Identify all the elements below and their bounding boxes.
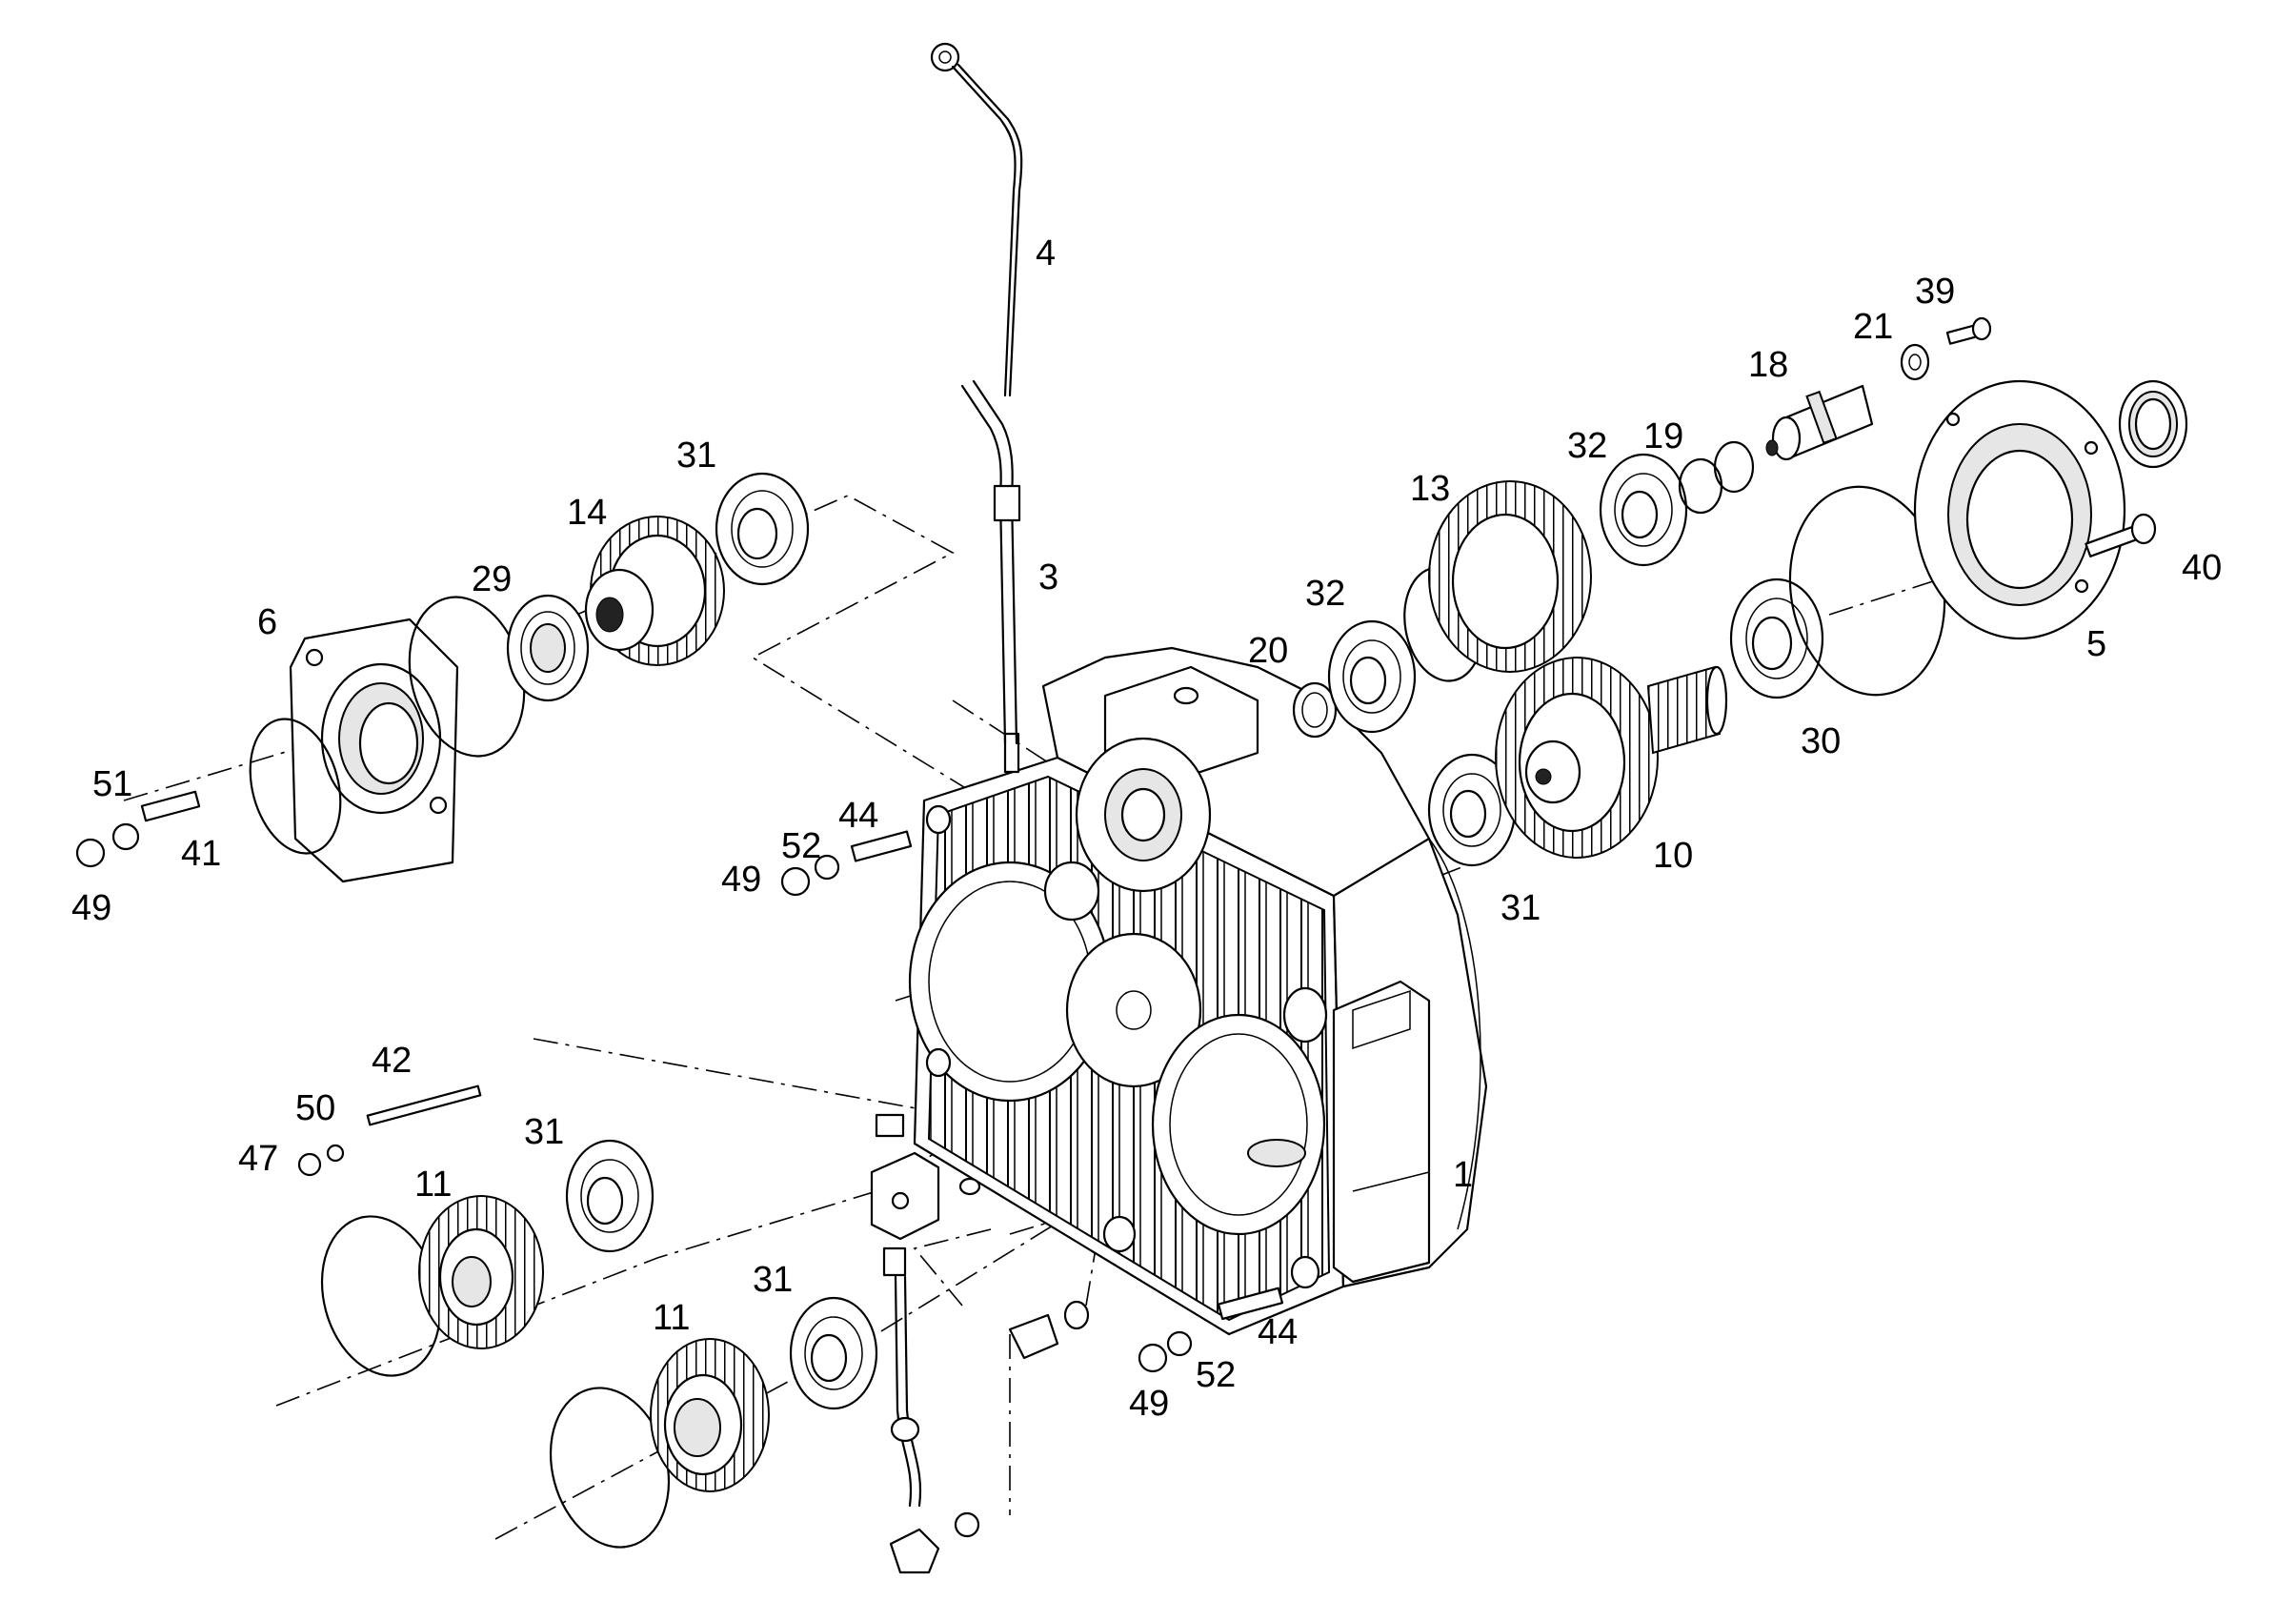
callout-3: 3 (1038, 557, 1058, 598)
callout-19: 19 (1643, 416, 1683, 456)
o-ring-cover-left (249, 718, 342, 855)
callout-49-mid: 49 (721, 860, 761, 900)
dipstick-tube (960, 379, 1021, 745)
oil-line-assembly (870, 1113, 1090, 1574)
callout-50: 50 (295, 1088, 335, 1128)
bearing-30 (1729, 577, 1824, 699)
callout-49-lower: 49 (1129, 1384, 1169, 1424)
bearing-31-upper (715, 472, 810, 586)
callout-42: 42 (372, 1041, 412, 1081)
cover-5 (1913, 379, 2126, 640)
callout-6: 6 (257, 602, 277, 642)
callout-14: 14 (567, 493, 607, 533)
callout-labels: 1 3 4 5 6 10 11 11 13 14 18 19 20 21 29 … (71, 233, 2222, 1424)
callout-31-upper: 31 (676, 436, 716, 476)
callout-39: 39 (1915, 272, 1955, 312)
cover-plate-6 (289, 618, 459, 883)
callout-31-mid-left: 31 (524, 1112, 564, 1152)
gear-13 (1428, 480, 1592, 673)
callout-41: 41 (181, 834, 221, 874)
fasteners-upper-left (75, 790, 201, 868)
gearbox-housing (908, 646, 1488, 1336)
bearing-32-right (1599, 453, 1688, 567)
callout-51: 51 (92, 764, 132, 804)
gear-14 (584, 516, 725, 666)
washer-20 (1292, 681, 1338, 739)
fasteners-lower-left (297, 1084, 482, 1177)
bearing-29 (506, 594, 590, 702)
callout-44-upper: 44 (838, 796, 878, 836)
gear-11-upper (418, 1195, 544, 1349)
bearing-31-lower-a (565, 1139, 655, 1253)
pump-shaft-18 (1765, 384, 1874, 461)
gear-11-lower (650, 1338, 770, 1492)
dipstick (930, 42, 1023, 397)
callout-20: 20 (1248, 631, 1288, 671)
callout-30: 30 (1801, 721, 1841, 761)
callout-47: 47 (238, 1139, 278, 1179)
screw-39 (1945, 316, 1992, 345)
callout-31-right: 31 (1500, 888, 1541, 928)
bolt-40 (2085, 513, 2157, 557)
callout-11-upper: 11 (414, 1165, 452, 1205)
washer-21 (1900, 343, 1930, 381)
output-shaft-10 (1495, 657, 1728, 859)
callout-31-lower: 31 (753, 1260, 793, 1300)
callout-52-lower: 52 (1196, 1355, 1236, 1395)
callout-10: 10 (1653, 836, 1693, 876)
bearing-31-right (1427, 753, 1517, 867)
callout-1: 1 (1453, 1155, 1473, 1195)
callout-40: 40 (2182, 548, 2222, 588)
bearing-31-lower-b (789, 1296, 878, 1410)
o-rings-19 (1678, 440, 1755, 515)
callout-11-lower: 11 (653, 1298, 690, 1338)
callout-21: 21 (1853, 307, 1893, 347)
callout-44-lower: 44 (1258, 1312, 1298, 1352)
callout-52-mid: 52 (781, 826, 821, 866)
callout-29: 29 (472, 559, 512, 599)
bearing-32-left (1327, 619, 1417, 734)
callout-32-left: 32 (1305, 574, 1345, 614)
callout-32-right: 32 (1567, 426, 1607, 466)
callout-4: 4 (1036, 233, 1056, 274)
callout-13: 13 (1410, 469, 1450, 509)
callout-49-left: 49 (71, 888, 111, 928)
callout-18: 18 (1748, 345, 1788, 385)
pins-and-nuts (780, 830, 1284, 1373)
seal-ring (2118, 379, 2188, 469)
callout-5: 5 (2086, 624, 2106, 664)
